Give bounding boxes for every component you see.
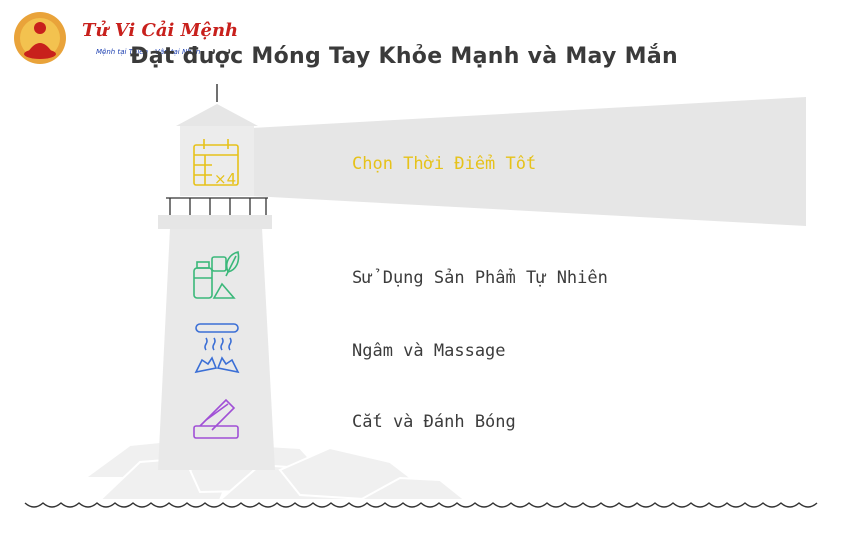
natural-products-icon [193, 251, 240, 299]
logo-name: Tử Vi Cải Mệnh [82, 20, 239, 41]
step-label-3: Ngâm và Massage [352, 341, 506, 361]
calendar-icon [193, 139, 239, 186]
lighthouse-roof [176, 104, 258, 126]
step-label-4: Cắt và Đánh Bóng [352, 412, 516, 432]
buddha-logo-icon [14, 12, 66, 64]
light-beam [252, 97, 806, 226]
step-label-2: Sử Dụng Sản Phẩm Tự Nhiên [352, 268, 608, 288]
step-label-1: Chọn Thời Điểm Tốt [352, 154, 537, 174]
soak-massage-icon [194, 323, 240, 374]
nail-file-icon [193, 398, 239, 439]
sea-waves [24, 502, 818, 508]
logo[interactable]: Tử Vi Cải Mệnh Mệnh tại Thiên - Vận tại … [10, 8, 240, 70]
lighthouse-tower [158, 228, 275, 470]
logo-tagline: Mệnh tại Thiên - Vận tại Nhân [96, 48, 201, 56]
lighthouse-railing [166, 197, 268, 215]
calendar-x4-mark: ×4 [214, 170, 236, 188]
page-title: Đạt được Móng Tay Khỏe Mạnh và May Mắn [130, 44, 678, 69]
